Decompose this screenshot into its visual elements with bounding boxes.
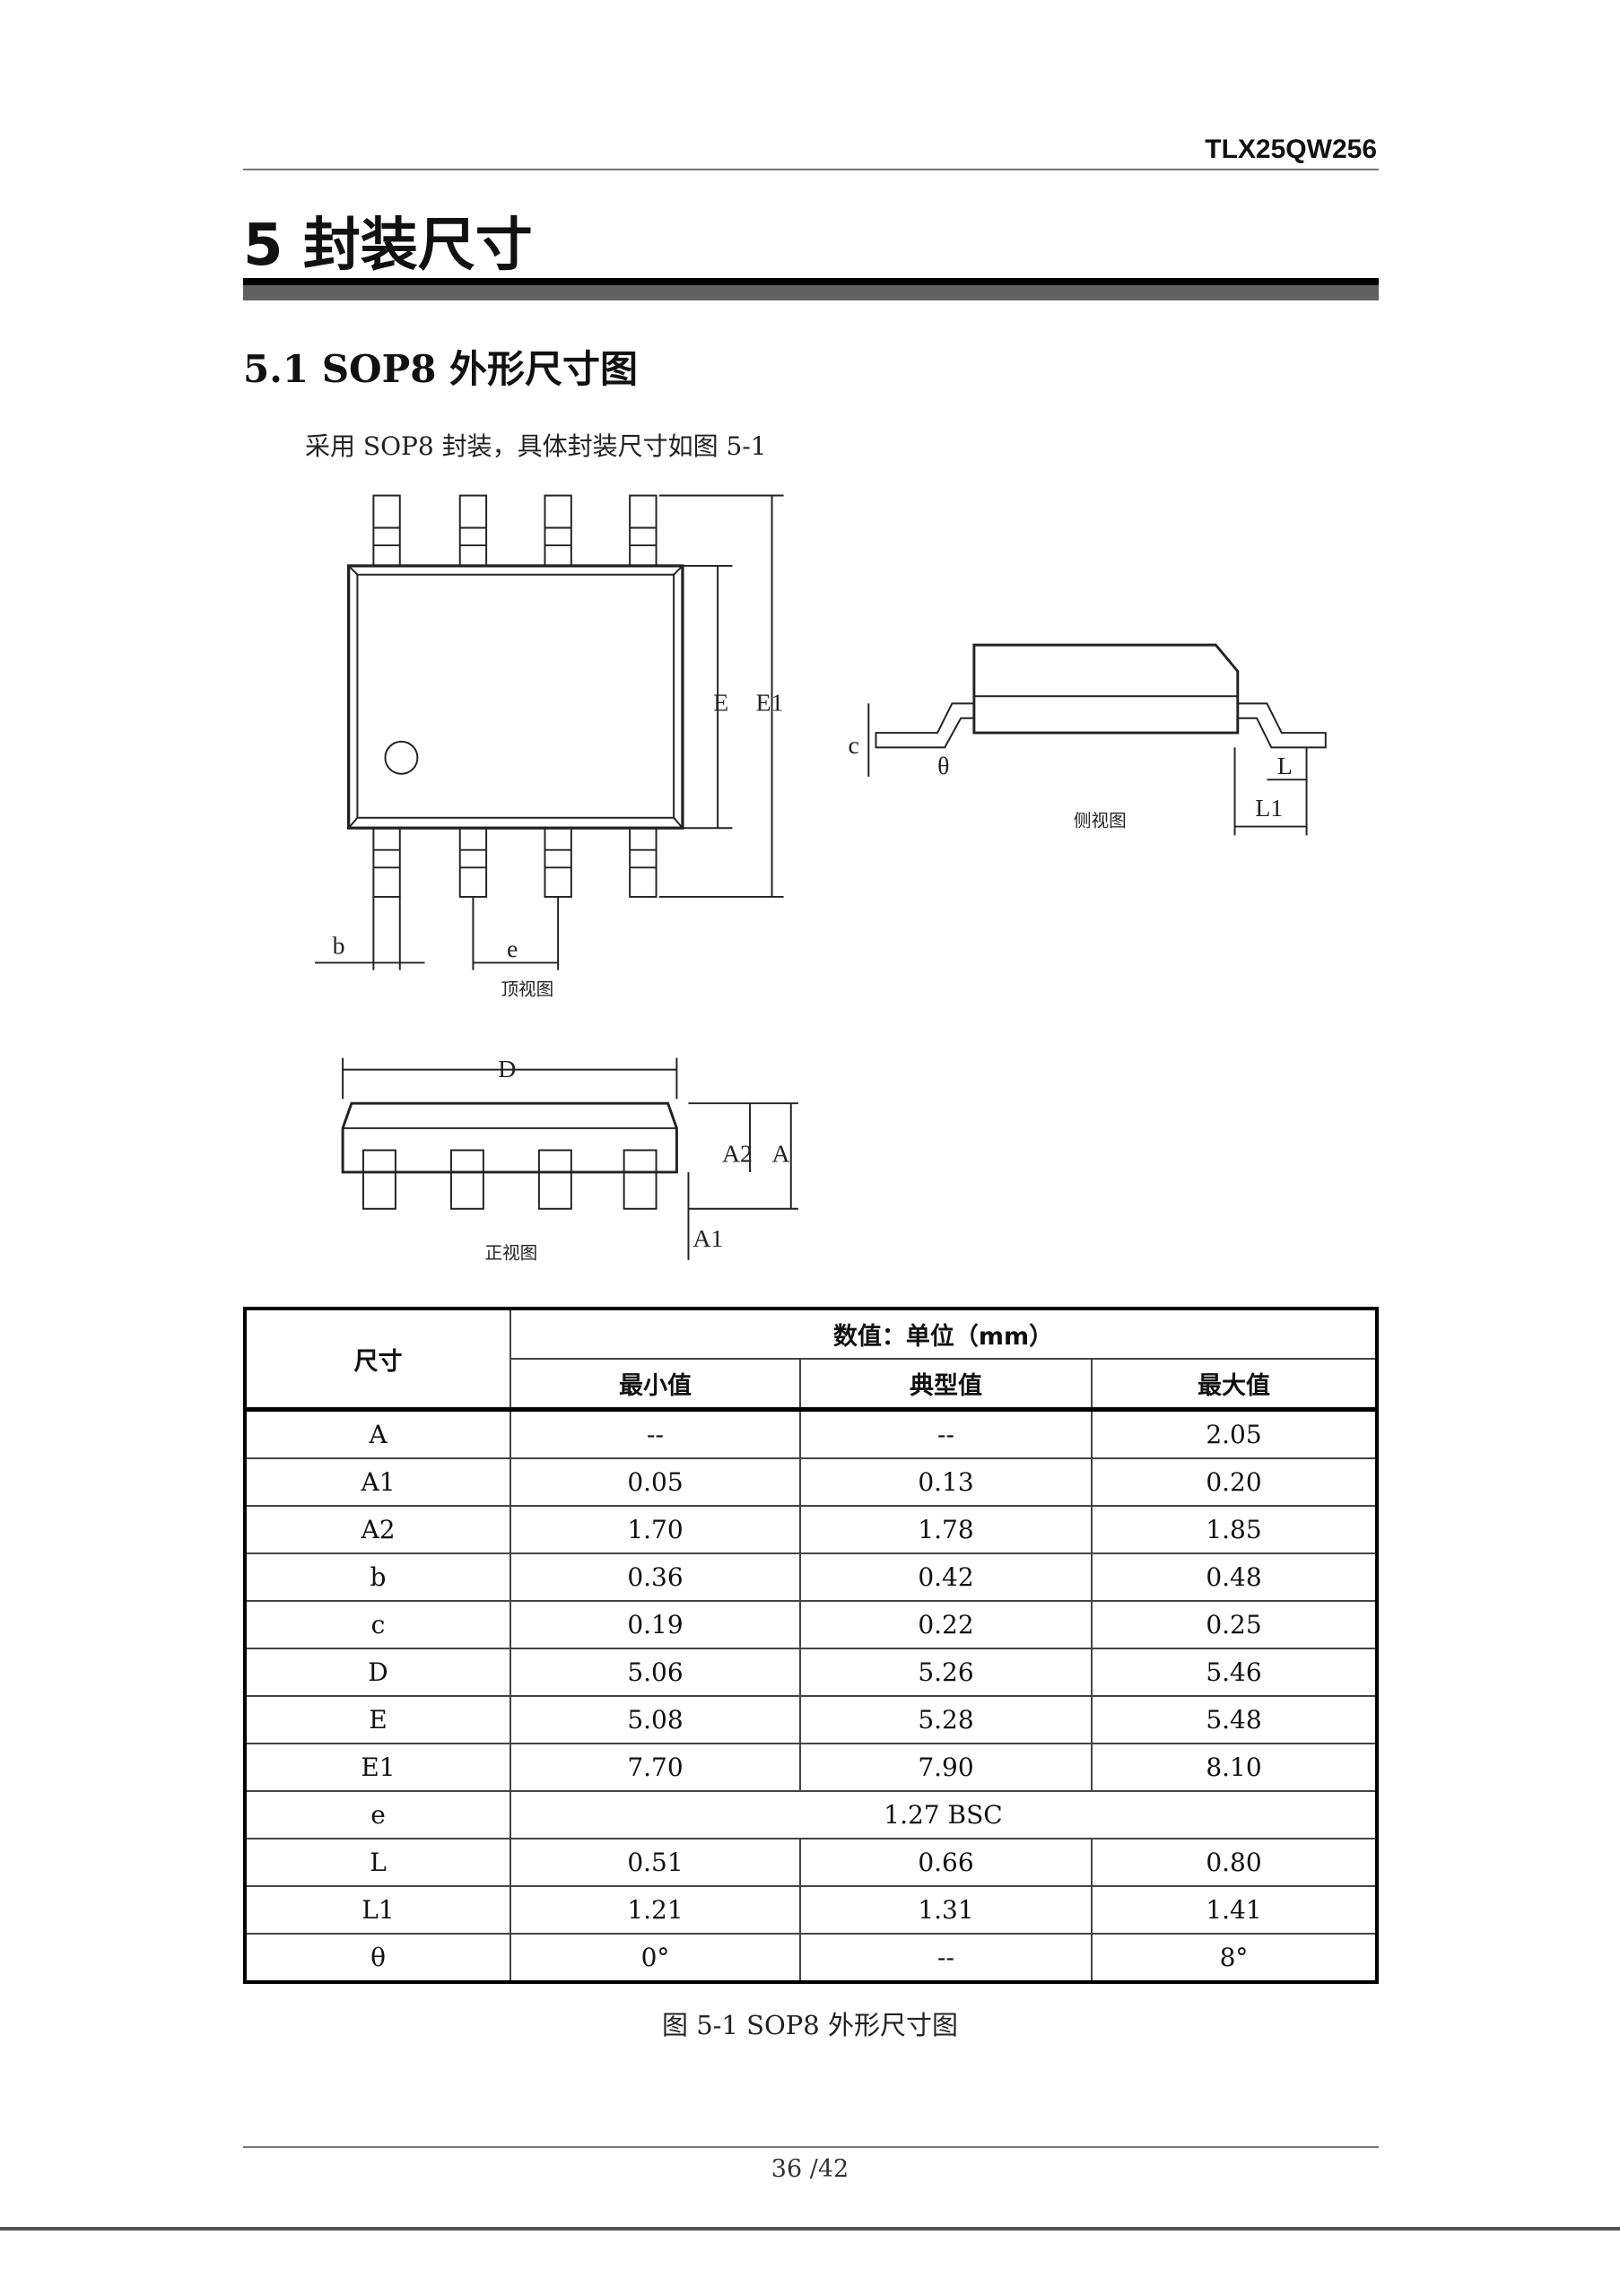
cell-max: 0.48 <box>1091 1552 1378 1602</box>
title-rule-shade <box>243 285 1379 300</box>
cell-max: 0.20 <box>1091 1457 1378 1507</box>
figure-caption: 图 5-1 SOP8 外形尺寸图 <box>662 2010 958 2040</box>
cell-dim: θ <box>244 1933 511 1983</box>
cell-typ: 1.78 <box>799 1505 1093 1554</box>
cell-typ: 0.42 <box>799 1552 1093 1602</box>
footer-divider <box>243 2146 1379 2148</box>
cell-dim: L1 <box>244 1885 511 1935</box>
cell-max: 0.80 <box>1091 1838 1378 1887</box>
cell-max: 0.25 <box>1091 1600 1378 1649</box>
side-view: c θ L L1 侧视图 <box>848 643 1327 836</box>
label-A: A <box>772 1141 790 1169</box>
header-min: 最小值 <box>510 1358 801 1412</box>
top-pins <box>372 494 658 898</box>
label-E1: E1 <box>756 690 784 718</box>
cell-max: 5.48 <box>1091 1695 1378 1744</box>
document-code: TLX25QW256 <box>1205 135 1377 164</box>
cell-dim: D <box>244 1648 511 1697</box>
top-view-caption: 顶视图 <box>501 978 553 999</box>
section-title: 5 封装尺寸 <box>243 213 533 279</box>
cell-typ: 0.13 <box>799 1457 1093 1507</box>
cell-typ: 7.90 <box>799 1743 1093 1792</box>
page-number: 36 /42 <box>771 2155 849 2183</box>
cell-max: 2.05 <box>1091 1408 1378 1459</box>
label-L1: L1 <box>1255 795 1283 822</box>
cell-max: 1.85 <box>1091 1505 1378 1554</box>
cell-min: 1.70 <box>510 1505 801 1554</box>
label-b: b <box>333 933 345 961</box>
cell-typ: 5.28 <box>799 1695 1093 1744</box>
cell-typ: 0.66 <box>799 1838 1093 1887</box>
cell-min: 5.08 <box>510 1695 801 1744</box>
label-theta: θ <box>937 752 949 780</box>
header-divider <box>243 169 1379 170</box>
cell-dim: b <box>244 1552 511 1602</box>
header-values-group: 数值：单位（mm） <box>510 1308 1378 1360</box>
header-typ: 典型值 <box>799 1358 1093 1412</box>
cell-typ: 5.26 <box>799 1648 1093 1697</box>
front-view: D A2 A A1 正视图 <box>341 1056 798 1263</box>
cell-min: -- <box>510 1408 801 1459</box>
cell-min: 1.21 <box>510 1885 801 1935</box>
cell-typ: 1.31 <box>799 1885 1093 1935</box>
cell-typ: -- <box>799 1408 1093 1459</box>
cell-min: 0.36 <box>510 1552 801 1602</box>
header-max: 最大值 <box>1091 1358 1378 1412</box>
front-view-caption: 正视图 <box>484 1242 537 1263</box>
side-view-caption: 侧视图 <box>1074 811 1127 831</box>
cell-dim: E1 <box>244 1743 511 1792</box>
label-A2: A2 <box>722 1141 753 1169</box>
cell-dim: c <box>244 1600 511 1649</box>
cell-span: 1.27 BSC <box>510 1790 1378 1839</box>
label-D: D <box>498 1056 516 1083</box>
top-view: E E1 b e 顶视图 <box>315 494 784 999</box>
subsection-title: 5.1 SOP8 外形尺寸图 <box>243 347 639 391</box>
cell-dim: e <box>244 1790 511 1839</box>
cell-typ: 0.22 <box>799 1600 1093 1649</box>
cell-min: 0.05 <box>510 1457 801 1507</box>
label-e: e <box>507 935 518 963</box>
page-edge <box>0 2227 1620 2231</box>
cell-max: 5.46 <box>1091 1648 1378 1697</box>
title-rule <box>243 278 1379 285</box>
cell-min: 5.06 <box>510 1648 801 1697</box>
cell-max: 1.41 <box>1091 1885 1378 1935</box>
cell-min: 0.51 <box>510 1838 801 1887</box>
header-dimension: 尺寸 <box>244 1308 511 1412</box>
cell-max: 8.10 <box>1091 1743 1378 1792</box>
cell-dim: L <box>244 1838 511 1887</box>
cell-typ: -- <box>799 1933 1093 1983</box>
label-L: L <box>1277 752 1293 780</box>
label-E: E <box>713 690 728 718</box>
cell-max: 8° <box>1091 1933 1378 1983</box>
cell-min: 0.19 <box>510 1600 801 1649</box>
cell-min: 7.70 <box>510 1743 801 1792</box>
cell-dim: E <box>244 1695 511 1744</box>
cell-dim: A1 <box>244 1457 511 1507</box>
cell-min: 0° <box>510 1933 801 1983</box>
cell-dim: A2 <box>244 1505 511 1554</box>
intro-text: 采用 SOP8 封装，具体封装尺寸如图 5-1 <box>305 431 767 461</box>
cell-dim: A <box>244 1408 511 1459</box>
table-row: A----2.05 <box>244 1408 1378 1459</box>
label-c: c <box>848 732 858 760</box>
pin1-marker <box>384 740 419 775</box>
label-A1: A1 <box>692 1225 723 1253</box>
